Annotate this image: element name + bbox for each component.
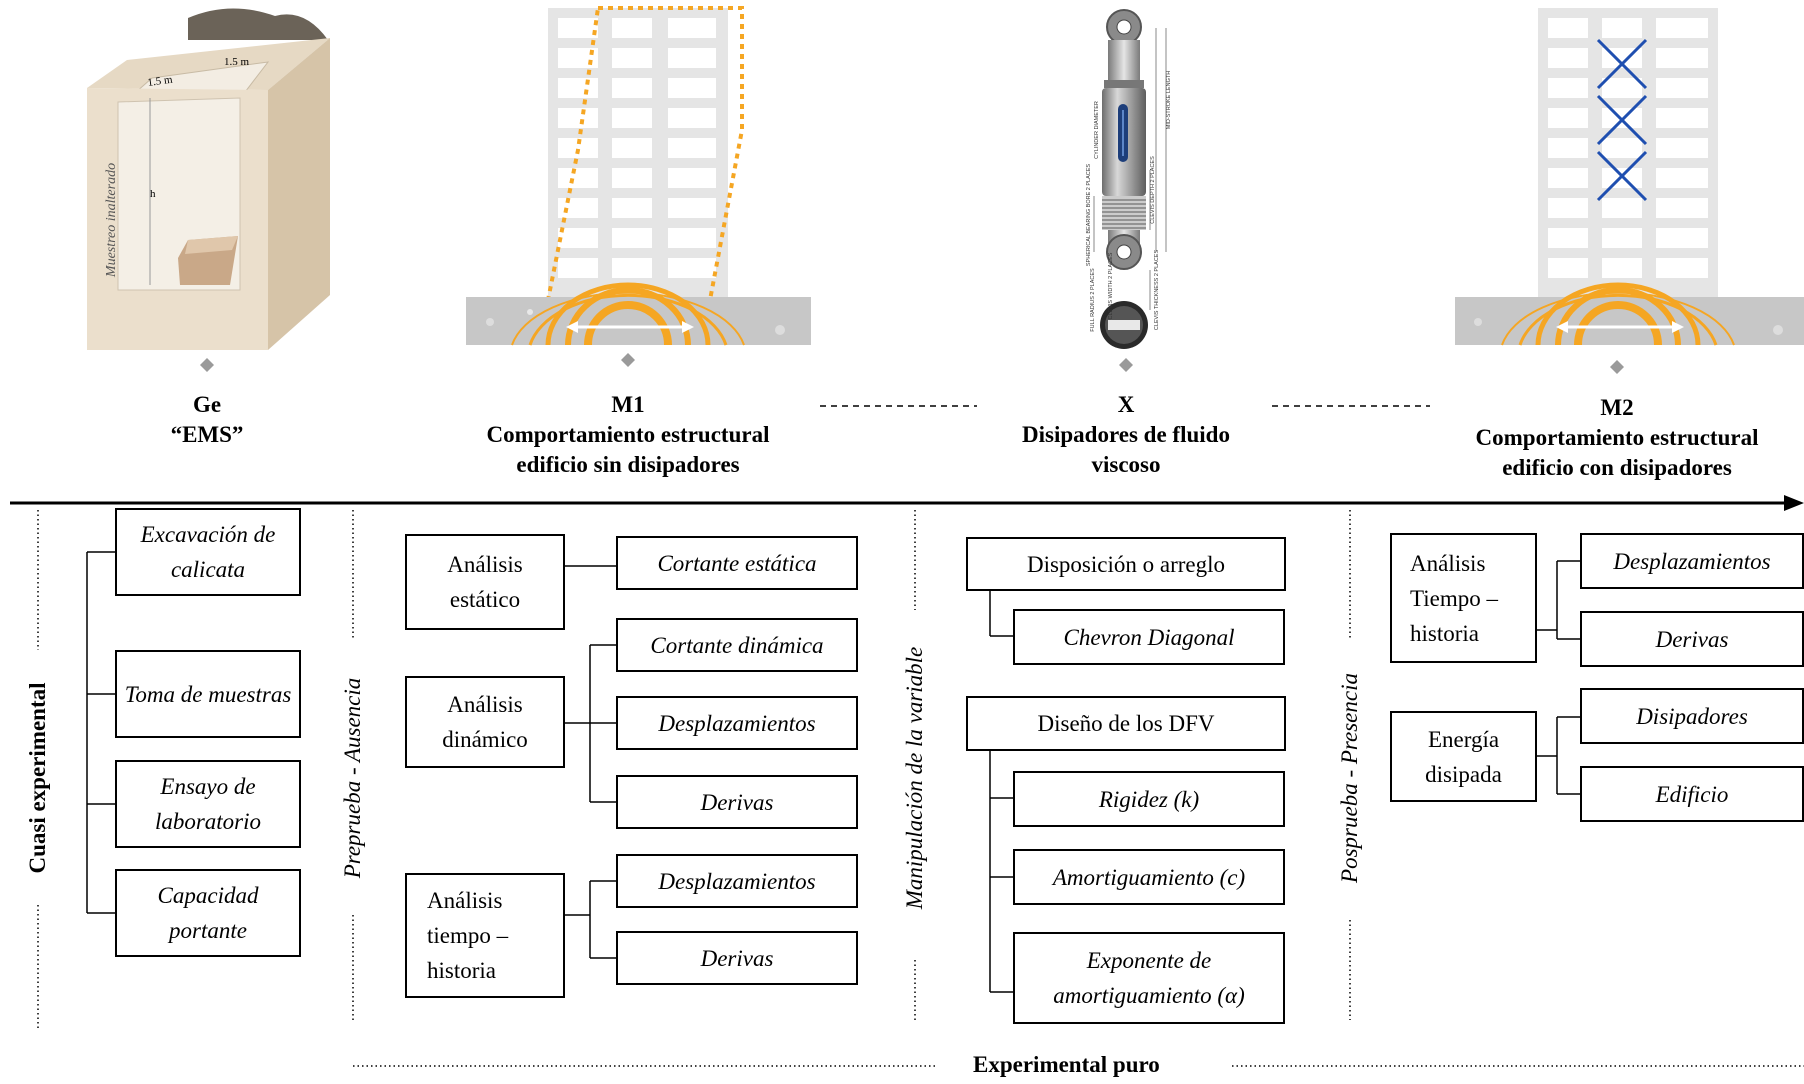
- stage-x-line-2: viscoso: [1091, 452, 1161, 477]
- box-analisis-tiempo-historia-2: Análisis Tiempo – historia: [1390, 533, 1537, 663]
- box-derivas-tiempo: Derivas: [616, 931, 858, 985]
- stage-m1-line-1: Comportamiento estructural: [486, 422, 770, 447]
- box-disposicion-arreglo: Disposición o arreglo: [966, 537, 1286, 591]
- stage-m2-line-2: edificio con disipadores: [1502, 455, 1732, 480]
- box-toma-muestras: Toma de muestras: [115, 650, 301, 738]
- building-without-dampers: [466, 6, 811, 346]
- box-disipadores: Disipadores: [1580, 688, 1804, 744]
- label-preprueba: Preprueba - Ausencia: [340, 677, 365, 879]
- box-analisis-estatico: Análisis estático: [405, 534, 565, 630]
- timeline-arrow: [10, 495, 1804, 511]
- soil-pit-illustration: [87, 8, 330, 350]
- box-analisis-tiempo-historia-1: Análisis tiempo – historia: [405, 873, 565, 998]
- stage-m1-header: M1 Comportamiento estructural edificio s…: [448, 390, 808, 480]
- pit-side-label: Muestreo inalterado: [104, 163, 119, 278]
- stage-m1-line-2: edificio sin disipadores: [516, 452, 740, 477]
- stage-ge-line-1: “EMS”: [170, 422, 244, 447]
- box-analisis-dinamico: Análisis dinámico: [405, 676, 565, 768]
- viscous-damper-illustration: [1093, 9, 1167, 349]
- pit-depth-label: h: [150, 188, 156, 200]
- box-desplazamientos-tiempo: Desplazamientos: [616, 854, 858, 908]
- stage-m2-header: M2 Comportamiento estructural edificio c…: [1437, 393, 1797, 483]
- stage-ge-header: Ge “EMS”: [137, 390, 277, 450]
- box-diseno-dfv: Diseño de los DFV: [966, 696, 1286, 751]
- damper-label-bearing-bore: SPHERICAL BEARING BORE 2 PLACES: [1086, 164, 1092, 267]
- box-derivas-dinamico: Derivas: [616, 775, 858, 829]
- box-energia-disipada: Energía disipada: [1390, 711, 1537, 802]
- stage-x-header: X Disipadores de fluido viscoso: [976, 390, 1276, 480]
- building-with-dampers: [1455, 8, 1804, 346]
- damper-label-clevis-depth: CLEVIS DEPTH 2 PLACES: [1150, 156, 1156, 224]
- box-desplazamientos-dinamico: Desplazamientos: [616, 696, 858, 750]
- box-rigidez: Rigidez (k): [1013, 771, 1285, 827]
- damper-label-cylinder-diameter: CYLINDER DIAMETER: [1094, 101, 1100, 159]
- box-ensayo-laboratorio: Ensayo de laboratorio: [115, 760, 301, 848]
- box-cortante-dinamica: Cortante dinámica: [616, 618, 858, 672]
- label-manipulacion: Manipulación de la variable: [902, 646, 927, 910]
- label-experimental-puro: Experimental puro: [973, 1052, 1160, 1077]
- box-chevron-diagonal: Chevron Diagonal: [1013, 609, 1285, 665]
- tree-connectors: [86, 551, 1580, 993]
- stage-x-line-1: Disipadores de fluido: [1022, 422, 1230, 447]
- stage-ge-code: Ge: [192, 392, 222, 417]
- box-amortiguamiento: Amortiguamiento (c): [1013, 849, 1285, 905]
- box-derivas-pos: Derivas: [1580, 611, 1804, 667]
- box-exponente-amortiguamiento: Exponente de amortiguamiento (α): [1013, 932, 1285, 1024]
- box-capacidad-portante: Capacidad portante: [115, 869, 301, 957]
- stage-m1-code: M1: [611, 392, 645, 417]
- box-excavacion-calicata: Excavación de calicata: [115, 508, 301, 596]
- section-separators: [37, 510, 1351, 1030]
- box-edificio: Edificio: [1580, 766, 1804, 822]
- damper-label-clevis-thickness: CLEVIS THICKNESS 2 PLACES: [1154, 250, 1160, 331]
- stage-m2-line-1: Comportamiento estructural: [1475, 425, 1759, 450]
- pit-dim-2: 1.5 m: [224, 56, 250, 68]
- damper-label-clevis-width: CLEVIS WIDTH 2 PLACES: [1108, 252, 1114, 319]
- stage-markers: [200, 353, 1624, 374]
- box-desplazamientos-pos: Desplazamientos: [1580, 533, 1804, 589]
- label-cuasi-experimental: Cuasi experimental: [25, 682, 50, 874]
- damper-label-full-radius: FULL RADIUS 2 PLACES: [1090, 268, 1096, 332]
- stage-m2-code: M2: [1600, 395, 1634, 420]
- label-posprueba: Posprueba - Presencia: [1337, 673, 1362, 883]
- stage-x-code: X: [1117, 392, 1135, 417]
- damper-label-mid-stroke: MID-STROKE LENGTH: [1166, 71, 1172, 129]
- box-cortante-estatica: Cortante estática: [616, 536, 858, 590]
- pit-dim-1: 1.5 m: [147, 74, 174, 89]
